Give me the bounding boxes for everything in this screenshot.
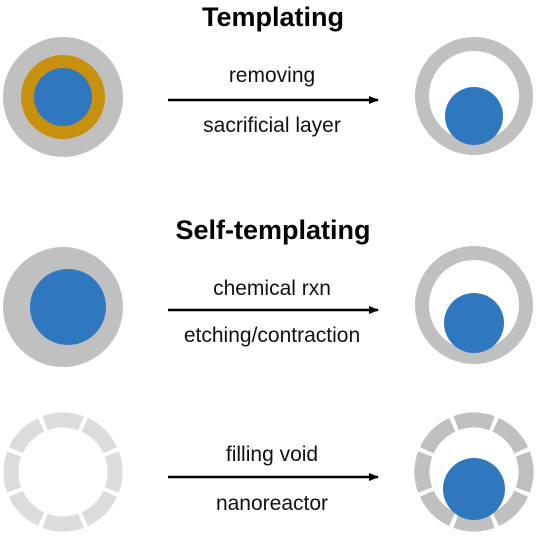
self-templating-arrow-top-label: chemical rxn bbox=[213, 277, 331, 300]
templating-arrow-top-label: removing bbox=[229, 64, 315, 87]
hollow-shell bbox=[415, 37, 533, 155]
shell-segment bbox=[453, 513, 495, 532]
shell-segment bbox=[414, 451, 433, 493]
yolk-core bbox=[444, 293, 504, 353]
shell-segment bbox=[492, 490, 529, 527]
shell-segment bbox=[419, 490, 456, 527]
shell-segment bbox=[42, 412, 84, 431]
core bbox=[30, 269, 106, 345]
shell-segment bbox=[42, 513, 84, 532]
self-templating-arrow-bottom-label: etching/contraction bbox=[184, 324, 360, 347]
shell-segment bbox=[492, 417, 529, 454]
yolk-shell-particle-templating bbox=[415, 37, 533, 155]
yolk-core bbox=[445, 87, 503, 145]
shell-segment bbox=[453, 412, 495, 431]
segmented-shell-filled bbox=[414, 412, 534, 532]
yolk-shell-particle-self-templating bbox=[415, 246, 533, 364]
shell-segment bbox=[81, 417, 118, 454]
templating-heading: Templating bbox=[202, 2, 344, 32]
segmented-shell bbox=[414, 412, 534, 532]
shell-segment bbox=[8, 490, 45, 527]
segmented-shell-empty bbox=[3, 412, 123, 532]
nanoreactor-arrow-top-label: filling void bbox=[226, 443, 318, 466]
shell-segment bbox=[515, 451, 534, 493]
templating-arrow-bottom-label: sacrificial layer bbox=[203, 114, 341, 137]
hollow-shell bbox=[415, 246, 533, 364]
shell-segment bbox=[3, 451, 22, 493]
core-shell-particle bbox=[3, 247, 123, 367]
self-templating-heading: Self-templating bbox=[175, 215, 370, 245]
shell-segment bbox=[81, 490, 118, 527]
nanoreactor-arrow-bottom-label: nanoreactor bbox=[216, 492, 328, 515]
core bbox=[34, 68, 92, 126]
shell-segment bbox=[8, 417, 45, 454]
core-sacrificial-shell-particle bbox=[3, 37, 123, 157]
shell-segment bbox=[104, 451, 123, 493]
shell-segment bbox=[419, 417, 456, 454]
yolk-core bbox=[443, 458, 505, 520]
